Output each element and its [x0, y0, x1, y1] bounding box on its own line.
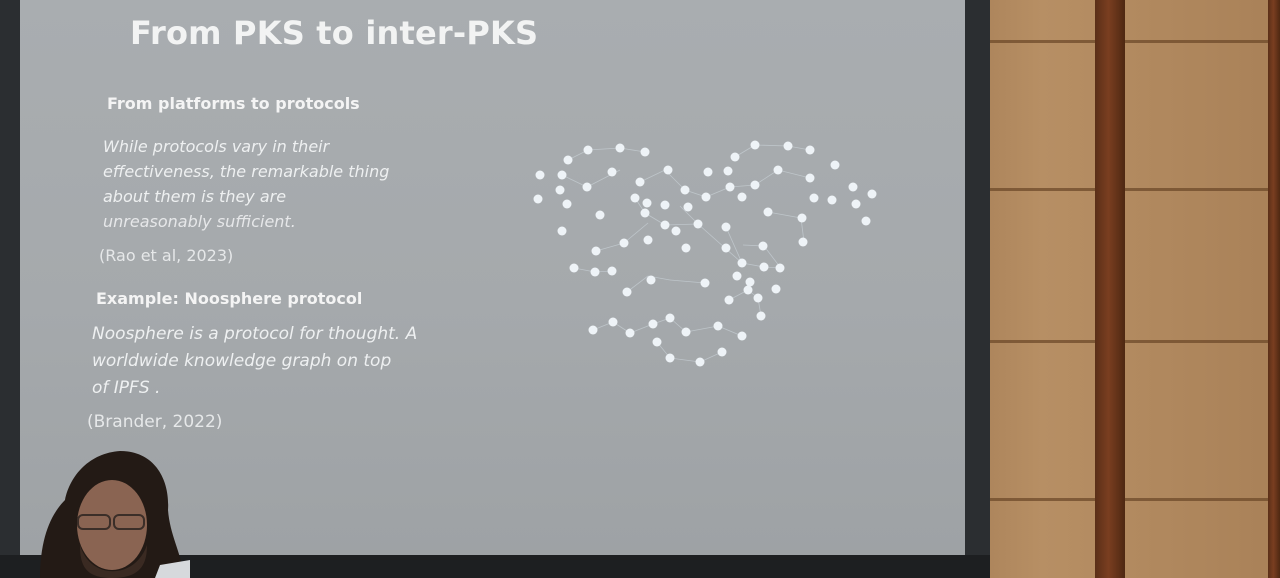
- glasses-icon: [77, 514, 111, 530]
- quote-line: Noosphere is a protocol for thought. A: [92, 324, 418, 344]
- quote-line: effectiveness, the remarkable thing: [103, 162, 390, 181]
- citation-rao: (Rao et al, 2023): [99, 246, 234, 265]
- quote-line: about them is they are: [103, 187, 287, 206]
- quote-line: worldwide knowledge graph on top: [92, 351, 392, 371]
- citation-brander: (Brander, 2022): [87, 412, 223, 432]
- presenter-person: [40, 451, 190, 578]
- wooden-post-edge: [1268, 0, 1280, 578]
- projected-slide: From PKS to inter-PKS From platforms to …: [20, 0, 965, 555]
- slide-title: From PKS to inter-PKS: [130, 14, 539, 52]
- quote-line: of IPFS .: [92, 378, 161, 398]
- section-heading-platforms: From platforms to protocols: [107, 94, 360, 113]
- presenter-shirt: [155, 560, 190, 578]
- screen-bottom-edge: [0, 555, 990, 578]
- network-graph-illustration: [533, 140, 877, 367]
- quote-line: unreasonably sufficient.: [103, 212, 296, 231]
- presenter-beard: [80, 545, 147, 578]
- presenter-face: [77, 480, 147, 570]
- section-heading-noosphere: Example: Noosphere protocol: [96, 289, 363, 308]
- quote-line: While protocols vary in their: [103, 137, 330, 156]
- graph-nodes: [533, 140, 877, 367]
- quote-rao: While protocols vary in their effectiven…: [103, 134, 389, 234]
- wooden-post: [1095, 0, 1125, 578]
- quote-noosphere: Noosphere is a protocol for thought. A w…: [92, 321, 417, 402]
